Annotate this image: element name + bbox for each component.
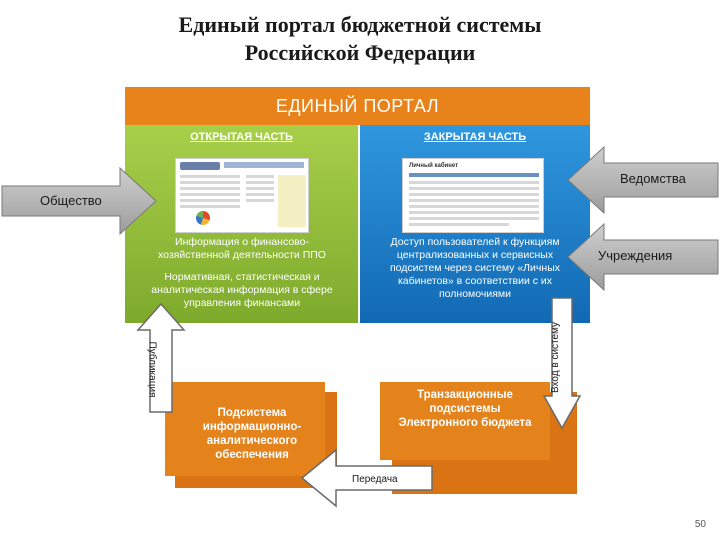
open-part-text-regulatory: Нормативная, статистическая и аналитичес… (151, 271, 333, 309)
closed-part-panel: ЗАКРЫТАЯ ЧАСТЬ Личный кабинет Доступ пол… (360, 125, 590, 323)
transfer-label: Передача (352, 474, 398, 485)
login-arrow (542, 297, 582, 430)
agencies-arrow (567, 145, 719, 215)
closed-part-text: Доступ пользователей к функциям централи… (389, 236, 560, 300)
transactional-subsystem-label: Транзакционные подсистемы Электронного б… (398, 389, 532, 429)
closed-part-screenshot: Личный кабинет (402, 158, 544, 233)
transfer-arrow (300, 448, 433, 508)
slide-title-line1: Единый портал бюджетной системы (178, 12, 542, 37)
screenshot-caption: Личный кабинет (409, 163, 459, 169)
institutions-arrow (567, 222, 719, 292)
open-part-heading: ОТКРЫТАЯ ЧАСТЬ (190, 131, 293, 143)
slide-title-line2: Российской Федерации (244, 40, 476, 65)
publication-label: Публикация (146, 341, 158, 398)
open-part-screenshot (175, 158, 309, 233)
screenshot-sidebar (278, 175, 306, 227)
transactional-subsystem: Транзакционные подсистемы Электронного б… (380, 382, 550, 460)
portal-header: ЕДИНЫЙ ПОРТАЛ (125, 87, 590, 125)
open-part-panel: ОТКРЫТАЯ ЧАСТЬ Информация о финансово-хо… (125, 125, 358, 323)
login-label: Вход в систему (550, 321, 562, 394)
screenshot-logo (180, 162, 220, 170)
agencies-label: Ведомства (620, 171, 686, 186)
screenshot-chart (196, 211, 210, 225)
screenshot-banner (224, 162, 304, 168)
closed-part-heading: ЗАКРЫТАЯ ЧАСТЬ (423, 131, 527, 143)
publication-arrow (136, 302, 186, 413)
society-arrow (1, 166, 157, 236)
analytics-subsystem-label: Подсистема информационно-аналитического … (202, 407, 302, 461)
institutions-label: Учреждения (598, 248, 673, 263)
analytics-subsystem: Подсистема информационно-аналитического … (165, 382, 325, 476)
open-part-text-activity: Информация о финансово-хозяйственной дея… (158, 236, 326, 261)
page-number: 50 (694, 519, 706, 530)
society-label: Общество (40, 193, 102, 208)
